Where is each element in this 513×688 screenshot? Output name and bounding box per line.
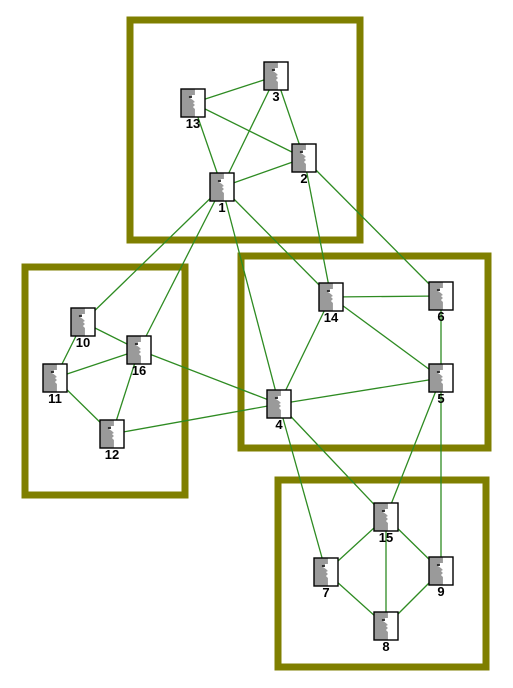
node-1[interactable]: 1 bbox=[209, 172, 235, 215]
node-label-5: 5 bbox=[437, 391, 444, 406]
node-label-15: 15 bbox=[379, 530, 393, 545]
edge-14-6 bbox=[330, 295, 442, 298]
face-silhouette-icon bbox=[180, 88, 206, 118]
node-label-8: 8 bbox=[382, 639, 389, 654]
node-4[interactable]: 4 bbox=[266, 389, 292, 432]
node-label-7: 7 bbox=[322, 585, 329, 600]
edge-4-15 bbox=[278, 403, 387, 518]
edge-3-1 bbox=[221, 75, 277, 188]
edge-13-2 bbox=[192, 102, 305, 159]
edge-2-14 bbox=[303, 157, 332, 298]
edge-11-16 bbox=[54, 349, 140, 379]
node-label-16: 16 bbox=[132, 363, 146, 378]
face-silhouette-icon bbox=[313, 557, 339, 587]
edges bbox=[54, 75, 442, 627]
edge-4-12 bbox=[111, 403, 280, 435]
face-silhouette-icon bbox=[428, 363, 454, 393]
node-13[interactable]: 13 bbox=[180, 88, 206, 131]
edge-5-4 bbox=[278, 377, 442, 405]
group-middle bbox=[237, 252, 492, 452]
node-label-6: 6 bbox=[437, 309, 444, 324]
node-label-13: 13 bbox=[186, 116, 200, 131]
node-15[interactable]: 15 bbox=[373, 502, 399, 545]
face-silhouette-icon bbox=[428, 281, 454, 311]
face-silhouette-icon bbox=[428, 556, 454, 586]
node-2[interactable]: 2 bbox=[291, 143, 317, 186]
node-label-4: 4 bbox=[275, 417, 283, 432]
edge-4-16 bbox=[138, 349, 280, 405]
edge-2-1 bbox=[221, 157, 305, 188]
edge-5-15 bbox=[385, 377, 442, 518]
face-silhouette-icon bbox=[266, 389, 292, 419]
edge-13-3 bbox=[192, 75, 277, 104]
node-16[interactable]: 16 bbox=[126, 335, 152, 378]
face-silhouette-icon bbox=[70, 307, 96, 337]
node-label-10: 10 bbox=[76, 335, 90, 350]
node-11[interactable]: 11 bbox=[42, 363, 68, 406]
node-9[interactable]: 9 bbox=[428, 556, 454, 599]
group-bottom bbox=[274, 476, 490, 671]
face-silhouette-icon bbox=[291, 143, 317, 173]
group-top bbox=[126, 16, 364, 244]
edge-1-16 bbox=[138, 186, 223, 351]
group-left bbox=[21, 263, 189, 499]
edge-1-10 bbox=[82, 186, 223, 323]
edge-2-6 bbox=[303, 157, 442, 297]
edge-14-5 bbox=[330, 296, 442, 379]
node-10[interactable]: 10 bbox=[70, 307, 96, 350]
node-3[interactable]: 3 bbox=[263, 61, 289, 104]
face-silhouette-icon bbox=[126, 335, 152, 365]
edge-1-14 bbox=[221, 186, 332, 298]
edge-1-4 bbox=[221, 186, 280, 405]
node-14[interactable]: 14 bbox=[318, 282, 344, 325]
face-silhouette-icon bbox=[209, 172, 235, 202]
face-silhouette-icon bbox=[318, 282, 344, 312]
node-label-9: 9 bbox=[437, 584, 444, 599]
node-label-1: 1 bbox=[218, 200, 225, 215]
edge-14-4 bbox=[278, 296, 332, 405]
face-silhouette-icon bbox=[263, 61, 289, 91]
face-silhouette-icon bbox=[373, 502, 399, 532]
node-8[interactable]: 8 bbox=[373, 611, 399, 654]
node-label-3: 3 bbox=[272, 89, 279, 104]
node-6[interactable]: 6 bbox=[428, 281, 454, 324]
node-12[interactable]: 12 bbox=[99, 419, 125, 462]
face-silhouette-icon bbox=[42, 363, 68, 393]
face-silhouette-icon bbox=[99, 419, 125, 449]
node-label-2: 2 bbox=[300, 171, 307, 186]
node-label-14: 14 bbox=[324, 310, 339, 325]
face-silhouette-icon bbox=[373, 611, 399, 641]
group-boxes bbox=[21, 16, 492, 671]
node-label-11: 11 bbox=[48, 391, 62, 406]
node-label-12: 12 bbox=[105, 447, 119, 462]
edge-4-7 bbox=[278, 403, 327, 573]
node-7[interactable]: 7 bbox=[313, 557, 339, 600]
node-5[interactable]: 5 bbox=[428, 363, 454, 406]
